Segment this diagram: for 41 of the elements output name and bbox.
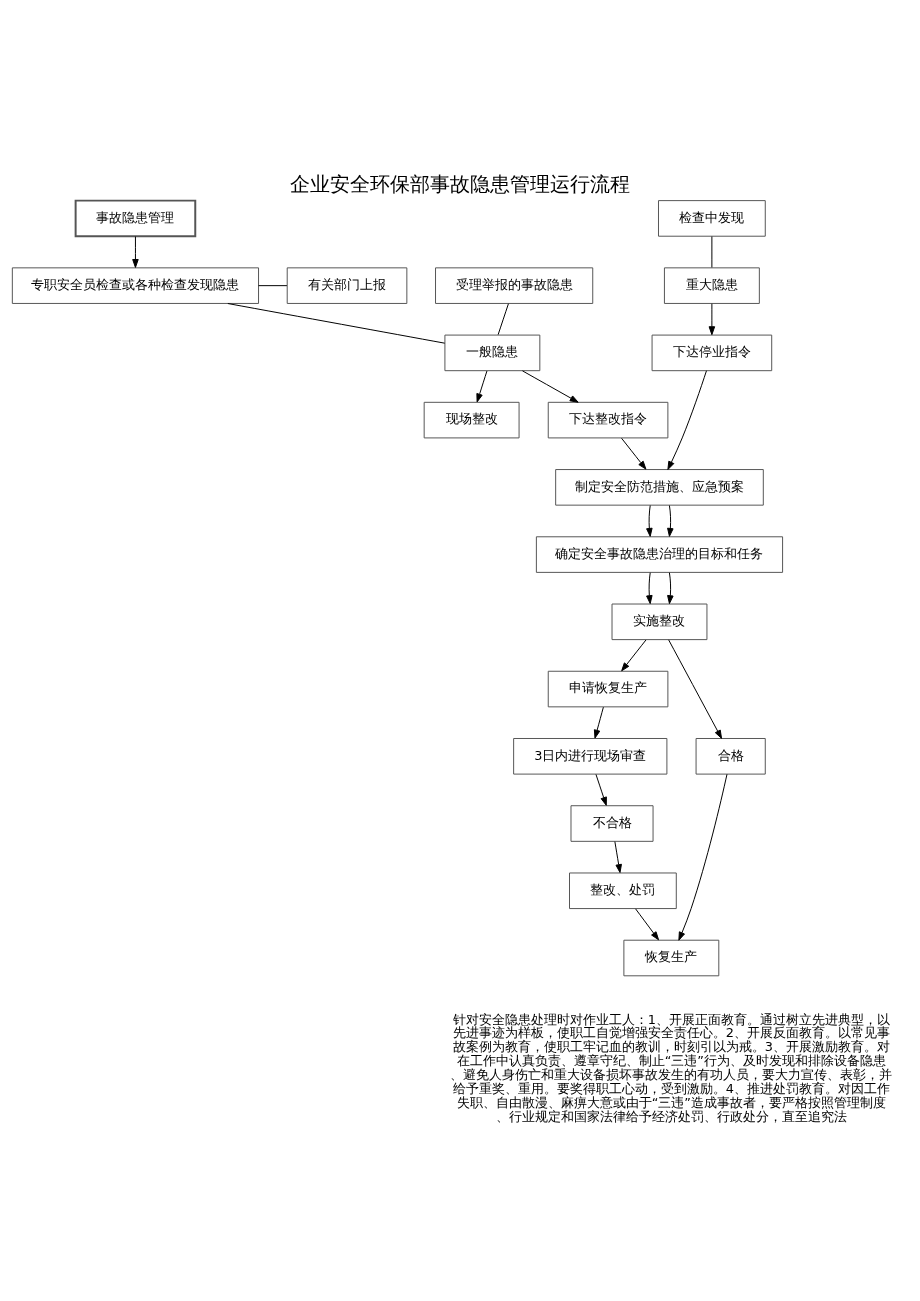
node-box: 重大隐患 [663,267,760,304]
node-box: 确定安全事故隐患治理的目标和任务 [535,536,784,573]
node-box: 一般隐患 [444,334,541,372]
node-box: 受理举报的事故隐患 [435,267,594,304]
node-box: 专职安全员检查或各种检查发现隐患 [11,267,260,304]
connector [227,303,446,344]
node-box: 下达整改指令 [547,401,669,439]
node-box: 事故隐患管理 [74,199,197,238]
arrow [621,437,647,470]
diagram-title: 企业安全环保部事故隐患管理运行流程 [290,172,630,196]
node-box: 检查中发现 [658,200,766,237]
connector [497,303,509,336]
arrow [595,773,607,806]
arrow [593,706,604,739]
node-box: 整改、处罚 [569,872,677,910]
arrow [646,572,653,605]
node-box: 下达停业指令 [651,334,773,372]
connector [258,285,288,287]
arrow [521,370,579,403]
node-box: 有关部门上报 [286,267,408,304]
arrow [614,841,622,873]
arrow [476,370,488,403]
arrow [678,773,728,941]
node-box: 合格 [695,738,766,775]
node-box: 3日内进行现场审查 [513,738,668,775]
arrow [635,908,660,941]
arrow [646,505,653,537]
arrow [132,236,139,268]
node-box: 申请恢复生产 [547,670,669,708]
arrow [621,639,647,672]
node-box: 制定安全防范措施、应急预案 [555,469,764,506]
arrow [667,505,674,537]
arrow [667,572,674,605]
label: 针对安全隐患处理时对作业工人：1、开展正面教育。通过树立先进典型，以先进事迹为样板，使职工自觉增强安全责任心。2、开展反面教育。以常见事故案例为教育，使职工牢记血的教训，时刻引以为戒。3、开展激励教育。对在工作中认真负责、遵章守纪、制止“三违”行为、及时发现和排除设备隐患、避免人身伤亡和重大设备损坏事故发生的有功人员，要大力宣传、表彰，并给予重奖、重用。要奖得职工心动，受到激励。4、推进处罚教育。对因工作失职、自由散漫、麻痹大意或由于“三违”造成事故者，要严格按照管理制度、行业规定和国家法律给予经济处罚、行政处分，直至追究法 [450,1011,893,1124]
arrow [667,370,707,470]
arrow [708,303,716,336]
node-box: 恢复生产 [623,939,720,977]
node-box: 不合格 [570,805,654,842]
node-box: 现场整改 [423,401,520,439]
node-box: 实施整改 [611,603,708,641]
arrow [668,639,723,739]
